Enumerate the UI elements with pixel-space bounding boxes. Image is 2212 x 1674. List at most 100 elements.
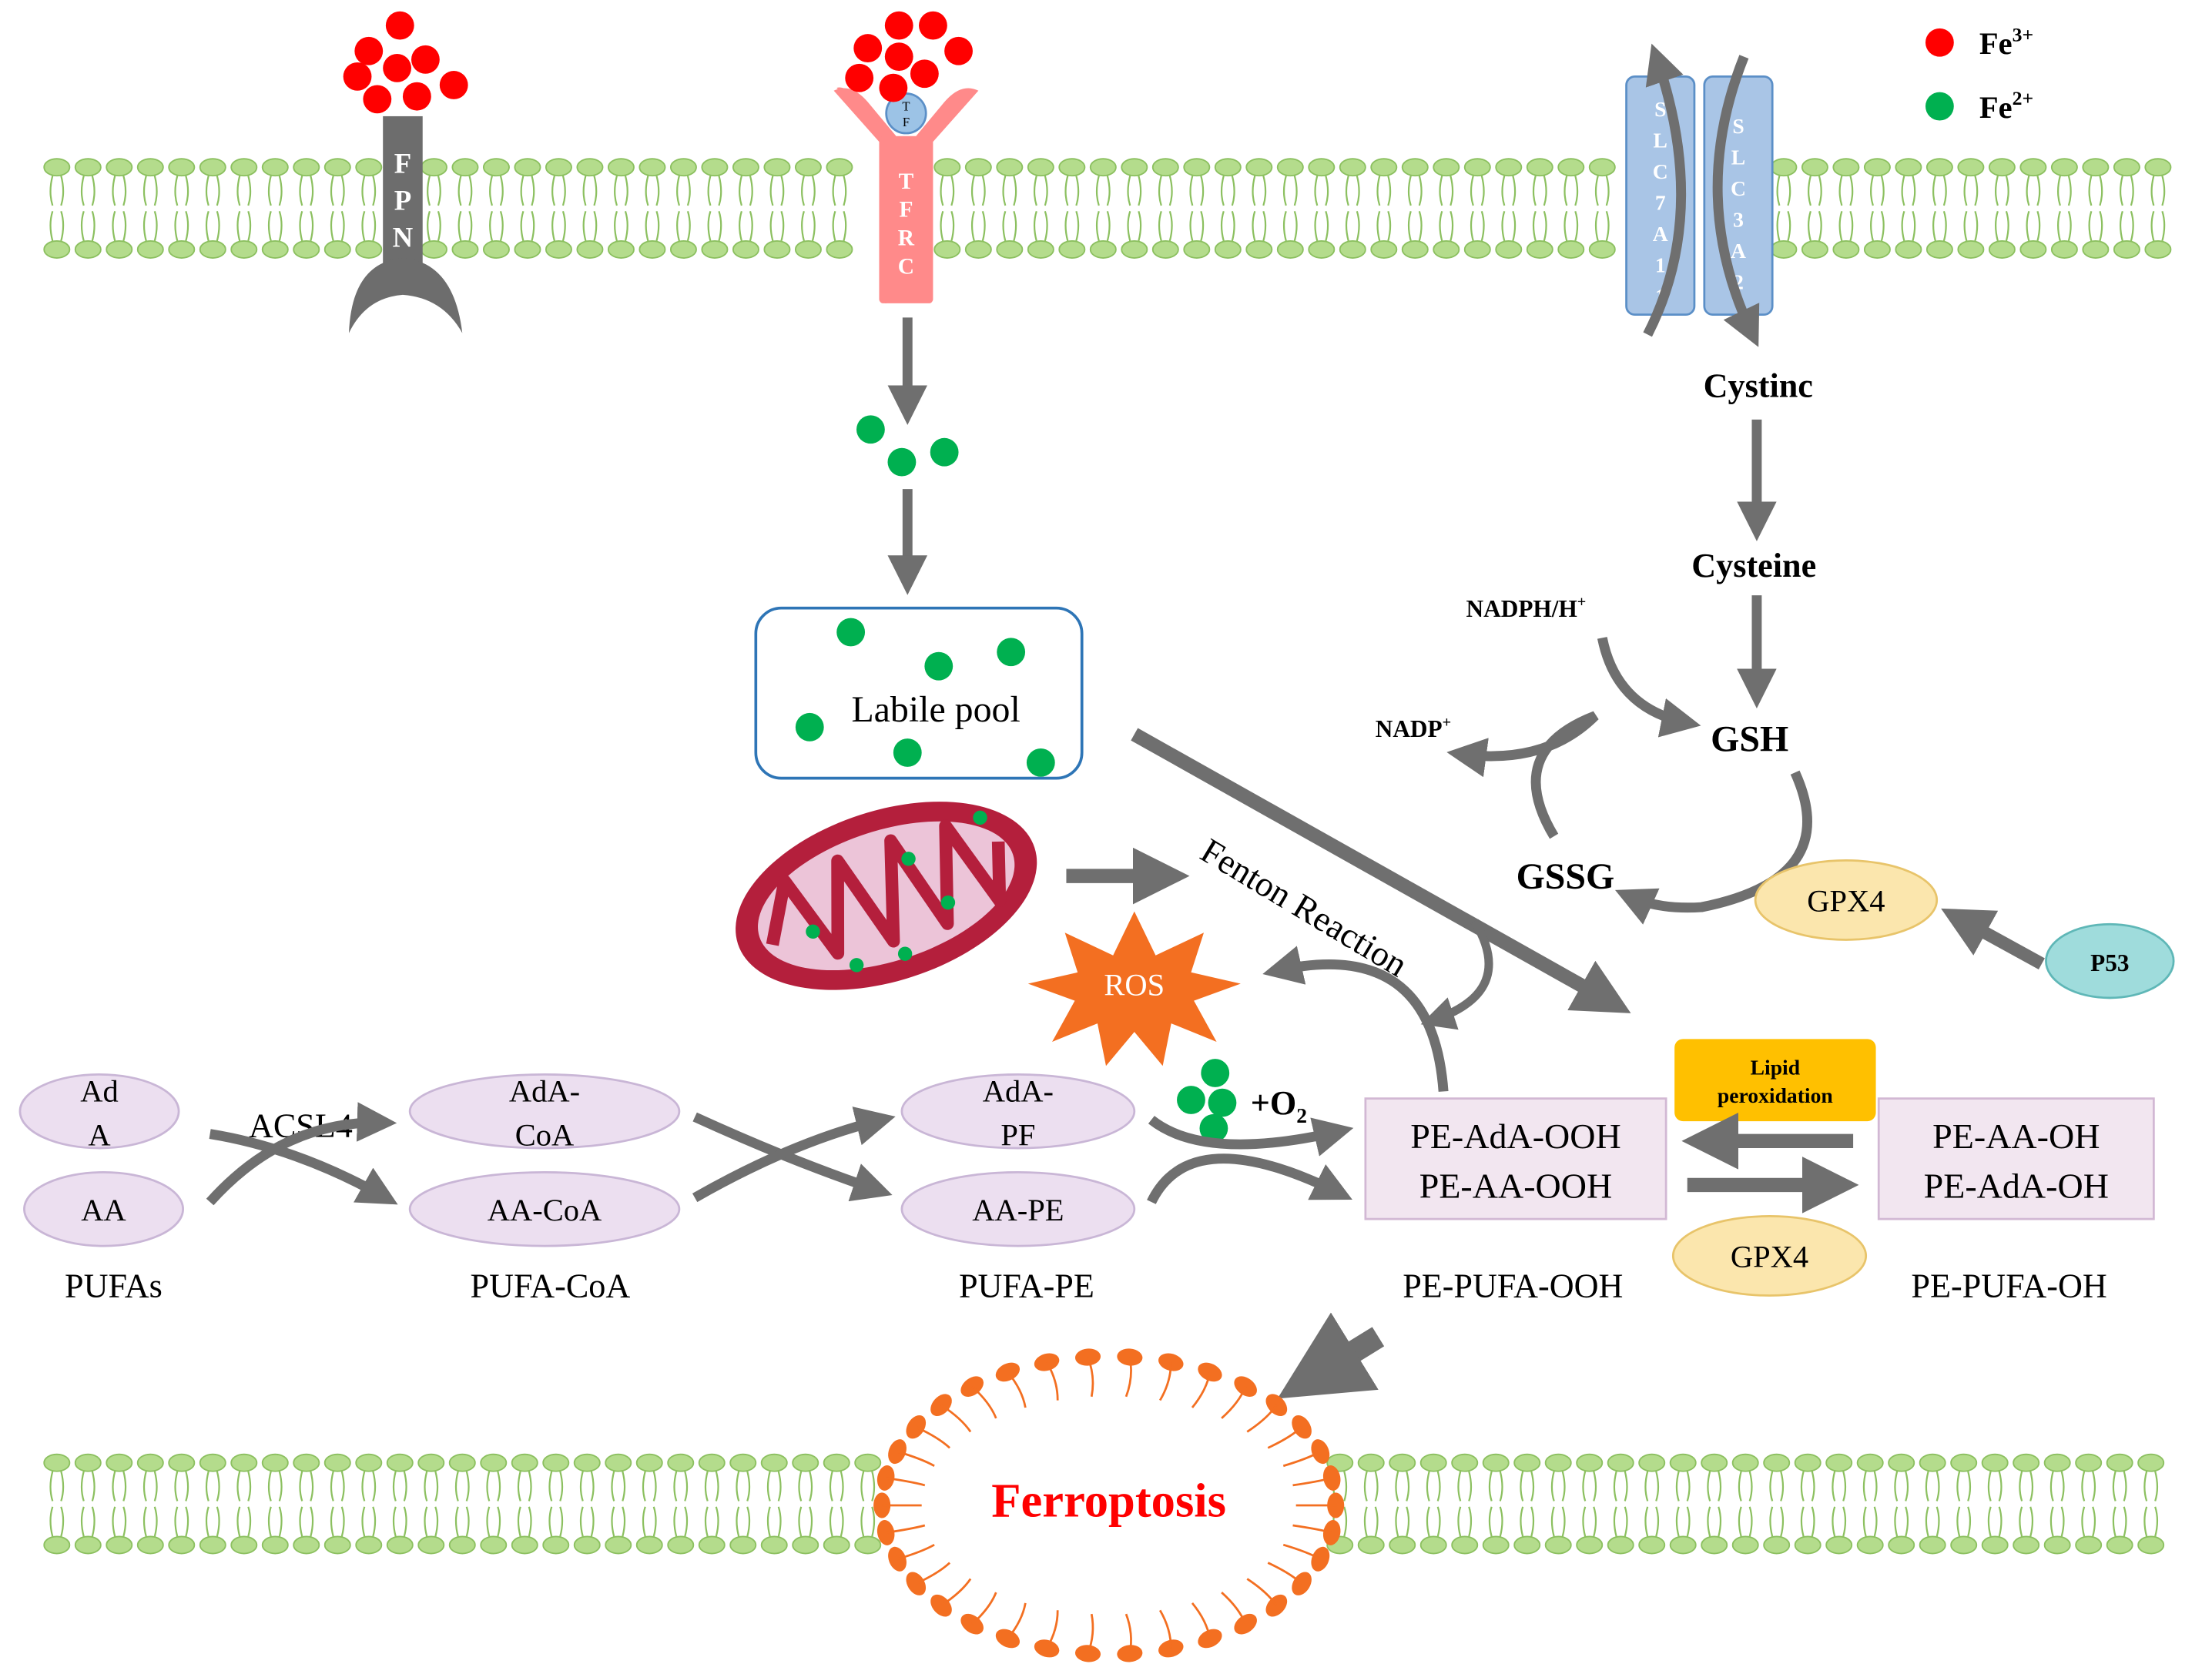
lipid-head [1370, 240, 1398, 259]
lipid-tail [715, 1471, 719, 1502]
lipid-tail [1842, 1506, 1847, 1537]
lipid-head [1482, 1535, 1510, 1555]
lipid-tail [278, 175, 283, 206]
lipid-tail [468, 175, 473, 206]
fe2-dot [930, 437, 959, 467]
lipid-head [2013, 1453, 2040, 1472]
lipid-tail [517, 1506, 521, 1537]
lipid-head [794, 158, 822, 177]
ada-pf-label-1: AdA- [983, 1073, 1054, 1108]
lipid-tail [1769, 1471, 1774, 1502]
ferroptosis-lipid-tail [971, 1385, 997, 1419]
fe3-dot [363, 85, 392, 114]
lipid-head [199, 1453, 226, 1472]
lipid-head [638, 240, 666, 259]
lipid-head [2043, 1453, 2071, 1472]
lipid-tail [1995, 175, 1999, 206]
lipid-tail [80, 1506, 85, 1537]
lipid-head [261, 158, 289, 177]
ada-pf-label-2: PF [1000, 1117, 1035, 1152]
transporter-letter: A [1653, 222, 1668, 246]
lipid-tail [1818, 175, 1822, 206]
lipid-head [2144, 158, 2172, 177]
lipid-tail [1499, 1471, 1503, 1502]
lipid-peroxidation-box [1674, 1039, 1876, 1122]
lipid-tail [2049, 1506, 2054, 1537]
lipid-tail [236, 1506, 241, 1537]
lipid-head [1151, 158, 1179, 177]
lipid-head [1832, 240, 1860, 259]
lipid-tail [1033, 210, 1037, 242]
lipid-tail [465, 1506, 470, 1537]
lipid-tail [1374, 1506, 1379, 1537]
lipid-tail [593, 175, 598, 206]
fe3-dot [402, 82, 431, 111]
lipid-tail [310, 210, 314, 242]
lipid-head [106, 158, 133, 177]
lipid-head [74, 1453, 102, 1472]
ferroptosis-lipid-tail [1124, 1357, 1132, 1398]
lipid-head [2019, 158, 2047, 177]
aa-pe-label: AA-PE [972, 1193, 1064, 1227]
lipid-tail [1655, 1471, 1660, 1502]
lipid-head [1058, 158, 1086, 177]
lipid-tail [2130, 210, 2134, 242]
lipid-tail [1138, 210, 1142, 242]
lipid-tail [142, 210, 147, 242]
lipid-head [323, 240, 351, 259]
lipid-tail [1530, 1471, 1535, 1502]
lipid-tail [1013, 175, 1017, 206]
lipid-tail [1880, 210, 1885, 242]
lipid-tail [642, 1471, 646, 1502]
lipid-head [323, 1535, 351, 1555]
ferroptosis-lipid-tail [897, 1543, 935, 1561]
mitochondrion [736, 802, 1037, 990]
slc-exchange-arrow-1 [1643, 43, 1687, 337]
lipid-tail [559, 1506, 564, 1537]
lipid-tail [236, 210, 241, 242]
lipid-head [1089, 158, 1117, 177]
lipid-tail [707, 210, 712, 242]
lipid-head [1801, 240, 1828, 259]
lipid-head [511, 1453, 538, 1472]
transporter-letter: C [1731, 176, 1746, 200]
lipid-head [1308, 158, 1336, 177]
lipid-tail [153, 1506, 158, 1537]
lipid-tail [2161, 210, 2166, 242]
lipid-tail [1356, 210, 1360, 242]
lipid-tail [860, 1506, 865, 1537]
lipid-head [1544, 1453, 1572, 1472]
o2-label: +O2 [1251, 1084, 1307, 1127]
lipid-head [1701, 1535, 1728, 1555]
lipid-head [667, 1535, 695, 1555]
lipid-tail [486, 1471, 491, 1502]
lipid-tail [840, 1506, 844, 1537]
lipid-tail [60, 210, 65, 242]
lipid-head [1770, 240, 1798, 259]
lipid-tail [1605, 210, 1610, 242]
lipid-head [1121, 240, 1148, 259]
lipid-tail [1593, 1506, 1597, 1537]
lipid-head [1863, 158, 1891, 177]
lipid-tail [267, 1471, 272, 1502]
lipid-tail [434, 1506, 439, 1537]
lipid-tail [60, 1471, 65, 1502]
lipid-head [605, 1535, 632, 1555]
lipid-tail [112, 175, 116, 206]
lipid-head [1731, 1453, 1759, 1472]
lipid-tail [1450, 175, 1454, 206]
lipid-tail [1127, 210, 1131, 242]
lipid-tail [1395, 1471, 1399, 1502]
lipid-tail [1044, 210, 1048, 242]
lipid-tail [2154, 1471, 2159, 1502]
lipid-tail [1574, 210, 1579, 242]
lipid-head [933, 158, 961, 177]
lipid-tail [1780, 1506, 1785, 1537]
lipid-tail [299, 210, 303, 242]
lipid-tail [1776, 210, 1781, 242]
lipid-head [1988, 240, 2016, 259]
lipid-head [1801, 158, 1828, 177]
lipid-tail [769, 175, 774, 206]
lipid-head [293, 1535, 320, 1555]
